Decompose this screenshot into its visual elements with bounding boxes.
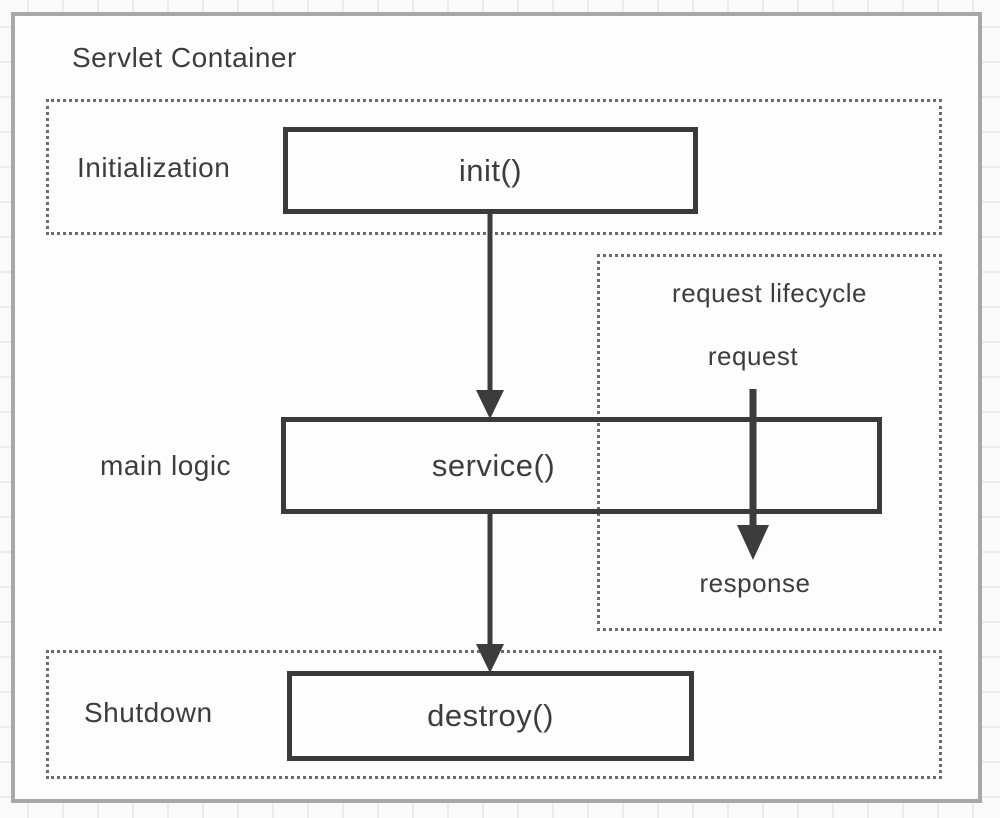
request-label: request: [707, 341, 799, 371]
destroy-method-box: destroy(): [287, 671, 694, 761]
response-label: response: [699, 568, 811, 598]
service-method-label: service(): [431, 447, 556, 483]
main-logic-label: main logic: [100, 450, 232, 481]
initialization-label: Initialization: [77, 152, 231, 183]
init-method-box: init(): [283, 127, 698, 214]
diagram-title: Servlet Container: [72, 42, 297, 73]
service-method-box: service(): [281, 417, 882, 514]
shutdown-label: Shutdown: [84, 697, 213, 728]
request-lifecycle-region: [597, 254, 942, 631]
init-method-label: init(): [458, 152, 523, 188]
initialization-region: [46, 99, 942, 235]
destroy-method-label: destroy(): [427, 698, 554, 733]
request-lifecycle-title: request lifecycle: [672, 278, 867, 308]
